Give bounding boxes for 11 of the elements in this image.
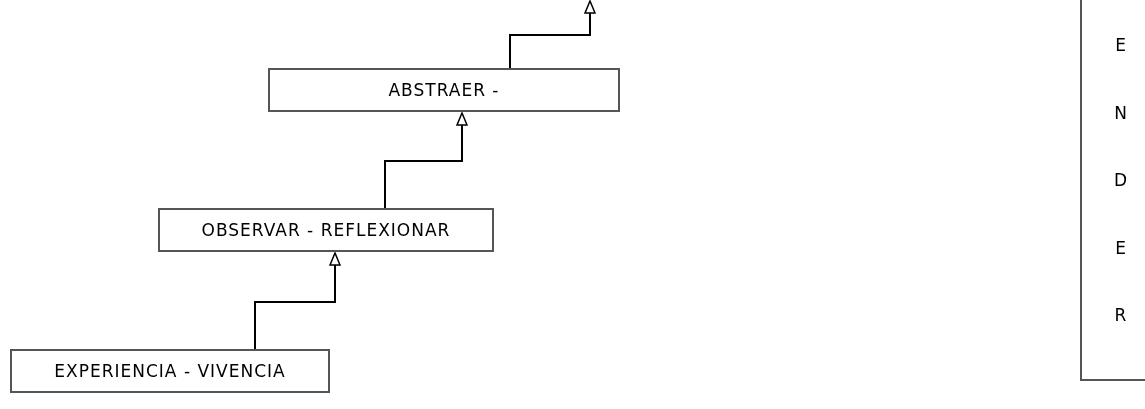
process-box	[158, 208, 494, 252]
vertical-panel	[1080, 0, 1145, 381]
box-label: EXPERIENCIA - VIVENCIA	[54, 361, 286, 381]
step-arrow	[384, 112, 468, 209]
step-arrow	[254, 252, 341, 350]
vertical-text: E N D E R	[1114, 34, 1128, 327]
step-arrow	[509, 0, 596, 69]
box-label: ABSTRAER -	[388, 80, 500, 100]
process-box	[10, 349, 330, 393]
process-box	[268, 68, 620, 112]
box-label: OBSERVAR - REFLEXIONAR	[201, 220, 451, 240]
